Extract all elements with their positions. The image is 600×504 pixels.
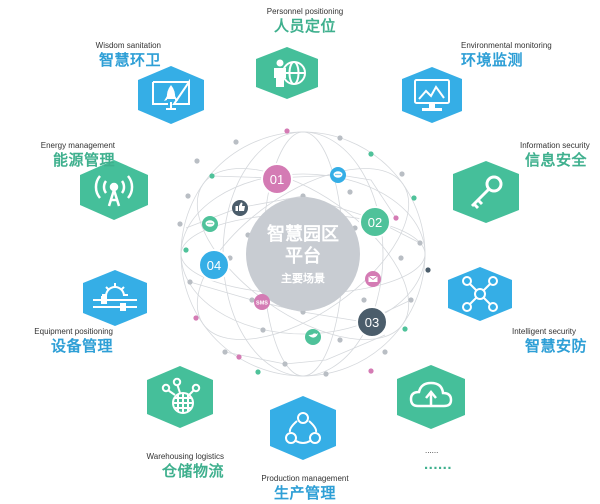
network-node — [193, 315, 199, 321]
network-node — [222, 349, 228, 355]
network-node — [249, 297, 255, 303]
hex-intelligent-security-bg — [448, 267, 512, 321]
network-node — [185, 193, 191, 199]
hex-equipment-bg — [83, 270, 147, 326]
hex-sanitation — [138, 66, 204, 124]
hex-environment — [402, 67, 462, 123]
label-production-cn: 生产管理 — [273, 485, 337, 502]
network-node — [323, 371, 329, 377]
network-node — [393, 215, 399, 221]
badge-03: 03 — [356, 306, 388, 338]
badge-02: 02 — [359, 206, 391, 238]
badge-03-label: 03 — [365, 315, 379, 330]
network-node — [282, 361, 288, 367]
center-title-line2: 平台 — [285, 245, 321, 267]
network-nodes — [177, 128, 431, 377]
label-sanitation-en: Wisdom sanitation — [95, 41, 161, 50]
label-intelligent-security-en: Intelligent security — [512, 327, 577, 336]
hex-production — [270, 396, 336, 460]
hex-equipment — [83, 270, 147, 326]
network-node — [398, 255, 404, 261]
network-node — [255, 369, 261, 375]
network-node — [337, 337, 343, 343]
cloud-upload-icon — [409, 381, 453, 408]
network-node — [402, 326, 408, 332]
network-node — [368, 151, 374, 157]
network-node — [284, 128, 290, 134]
network-node — [194, 158, 200, 164]
center-title-line1: 智慧园区 — [267, 223, 339, 245]
label-personnel-cn: 人员定位 — [273, 18, 337, 35]
label-warehousing-cn: 仓储物流 — [161, 463, 224, 480]
badge-01-label: 01 — [270, 172, 284, 187]
antenna-icon — [94, 175, 134, 207]
network-node — [411, 195, 417, 201]
label-energy-en: Energy management — [40, 141, 115, 150]
network-node — [408, 297, 414, 303]
label-personnel-en: Personnel positioning — [266, 7, 344, 16]
bird-icon — [305, 329, 321, 345]
network-node — [236, 354, 242, 360]
globe-network-icon — [161, 377, 201, 414]
thumbs-up-icon — [232, 200, 248, 216]
badge-04: 04 — [198, 249, 230, 281]
label-production-en: Production management — [261, 474, 349, 483]
badge-04-label: 04 — [207, 258, 221, 273]
label-environment-en: Environmental monitoring — [461, 41, 552, 50]
label-infosec-en: Information security — [520, 141, 590, 150]
mail-icon — [365, 271, 381, 287]
network-nodes-icon — [462, 276, 498, 312]
network-node — [183, 247, 189, 253]
network-node — [417, 240, 423, 246]
hex-production-bg — [270, 396, 336, 460]
network-node — [187, 279, 193, 285]
hex-personnel — [256, 47, 318, 99]
network-node — [382, 349, 388, 355]
label-equipment-en: Equipment positioning — [34, 327, 113, 336]
network-node — [347, 189, 353, 195]
hex-warehousing — [147, 366, 213, 428]
network-node — [209, 173, 215, 179]
network-node — [337, 135, 343, 141]
hex-infosec — [453, 161, 519, 223]
center-platform: 智慧园区 平台 主要场景 — [246, 197, 360, 311]
label-intelligent-security-cn: 智慧安防 — [525, 338, 588, 355]
label-more-en: ...... — [425, 446, 439, 455]
label-equipment-cn: 设备管理 — [50, 338, 113, 355]
network-node — [425, 267, 431, 273]
label-more-cn: ...... — [424, 456, 453, 473]
chat-bubble-icon — [202, 216, 218, 232]
network-node — [260, 327, 266, 333]
person-globe-icon — [274, 59, 306, 87]
label-warehousing-en: Warehousing logistics — [146, 452, 224, 461]
cycle-nodes-icon — [285, 412, 321, 444]
network-node — [361, 297, 367, 303]
label-energy-cn: 能源管理 — [52, 152, 115, 169]
hex-more — [397, 365, 465, 429]
gear-sliders-icon — [93, 283, 137, 311]
badge-01: 01 — [261, 163, 293, 195]
rocket-screen-icon — [152, 78, 190, 110]
sms-label: SMS — [256, 301, 268, 307]
center-subtitle: 主要场景 — [281, 271, 325, 285]
monitor-chart-icon — [414, 79, 450, 111]
label-sanitation-cn: 智慧环卫 — [98, 52, 161, 69]
label-environment-cn: 环境监测 — [461, 52, 524, 69]
badge-02-label: 02 — [368, 215, 382, 230]
network-node — [233, 139, 239, 145]
hex-energy — [80, 160, 148, 220]
key-icon — [470, 175, 503, 210]
chat-bubble-icon — [330, 167, 346, 183]
label-infosec-cn: 信息安全 — [525, 152, 588, 169]
network-node — [368, 368, 374, 374]
hex-intelligent-security — [448, 267, 512, 321]
network-node — [177, 221, 183, 227]
network-node — [399, 171, 405, 177]
sms-icon: SMS — [254, 294, 270, 310]
